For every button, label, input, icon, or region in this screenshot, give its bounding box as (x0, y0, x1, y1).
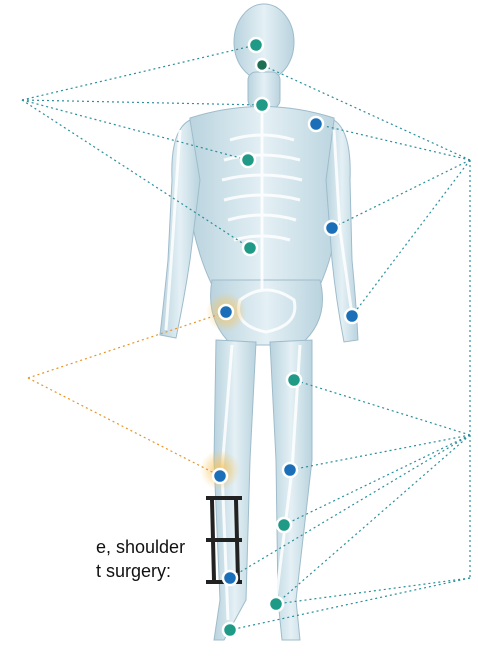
marker-dot (241, 153, 255, 167)
marker-dot (309, 117, 323, 131)
marker-dot (269, 597, 283, 611)
marker-dot (219, 305, 233, 319)
marker-dot (223, 623, 237, 637)
caption-line-2: t surgery: (96, 561, 171, 582)
marker-dot (213, 469, 227, 483)
marker-dot (325, 221, 339, 235)
marker-dot (345, 309, 359, 323)
marker-dot (256, 59, 268, 71)
marker-dot (287, 373, 301, 387)
connector-lines-orange (28, 312, 226, 476)
caption-line-1: e, shoulder (96, 537, 185, 558)
marker-dot (277, 518, 291, 532)
marker-dot (249, 38, 263, 52)
marker-dot (243, 241, 257, 255)
marker-dot (283, 463, 297, 477)
marker-dot (223, 571, 237, 585)
marker-dot (255, 98, 269, 112)
